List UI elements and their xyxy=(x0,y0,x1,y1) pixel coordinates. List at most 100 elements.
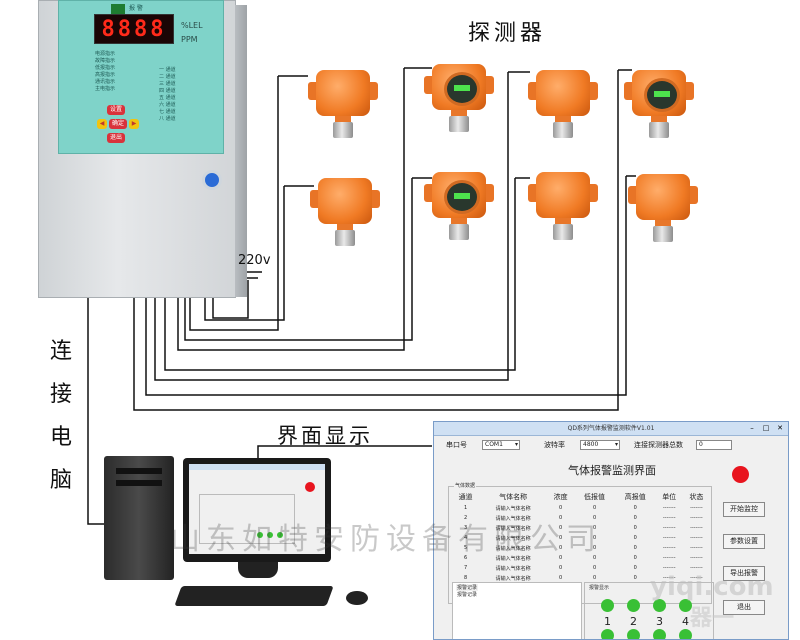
start-monitor-button[interactable]: 开始监控 xyxy=(723,502,765,517)
table-cell: ------- xyxy=(690,535,703,541)
count-field[interactable]: 0 xyxy=(696,440,732,450)
table-cell: 0 xyxy=(633,515,637,521)
table-cell: 2 xyxy=(463,515,468,521)
channel-light xyxy=(601,599,614,612)
col-header: 高报值 xyxy=(624,492,646,501)
channel-light xyxy=(679,629,692,639)
table-cell: 0 xyxy=(559,565,563,571)
table-cell: ------- xyxy=(662,565,676,571)
chevron-down-icon: ▾ xyxy=(514,441,518,448)
connect-char: 电 xyxy=(49,425,72,450)
table-cell: ------- xyxy=(690,545,703,551)
table-cell: 0 xyxy=(633,545,637,551)
table-cell: 请输入气体名称 xyxy=(495,515,531,522)
table-cell: 0 xyxy=(592,515,597,521)
port-value: COM1 xyxy=(485,441,503,448)
table-cell: 4 xyxy=(463,535,468,541)
display-label: 界面显示 xyxy=(277,424,373,448)
baud-select[interactable]: 4800▾ xyxy=(580,440,620,450)
chevron-down-icon: ▾ xyxy=(614,441,618,448)
table-cell: 0 xyxy=(633,565,637,571)
channel-number: 2 xyxy=(630,615,637,628)
table-cell: ------- xyxy=(690,515,703,521)
table-cell: 0 xyxy=(592,555,597,561)
table-cell: 请输入气体名称 xyxy=(495,555,531,562)
param-settings-button[interactable]: 参数设置 xyxy=(723,534,765,549)
minimize-icon[interactable]: – xyxy=(750,424,754,432)
wire-detector-5 xyxy=(154,71,530,381)
table-cell: 3 xyxy=(463,525,468,531)
connect-char: 接 xyxy=(49,382,72,407)
table-cell: 6 xyxy=(463,555,468,561)
close-icon[interactable]: ✕ xyxy=(777,424,783,432)
channel-light xyxy=(627,629,640,639)
alarm-log-box[interactable]: 报警记录 xyxy=(452,582,582,639)
col-header: 单位 xyxy=(662,492,677,501)
table-cell: 0 xyxy=(633,525,637,531)
table-cell: 0 xyxy=(559,575,563,581)
table-cell: 0 xyxy=(633,505,637,511)
table-cell: ------- xyxy=(662,555,676,561)
exit-button[interactable]: 退出 xyxy=(723,600,765,615)
col-header: 通道 xyxy=(458,492,473,501)
wire-to-pc xyxy=(87,298,104,525)
table-cell: 0 xyxy=(559,545,563,551)
exit-key[interactable]: 退出 xyxy=(107,133,125,143)
indicator-row: 低报指示 xyxy=(95,65,116,71)
indicator-list-left: 电源指示 故障指示 低报指示 高报指示 通讯指示 主电指示 xyxy=(95,51,129,93)
wire-detector-1 xyxy=(189,75,308,331)
detector-3 xyxy=(528,62,598,142)
table-cell: 0 xyxy=(592,545,597,551)
channel-row: 五 通道 xyxy=(159,95,176,101)
table-cell: 请输入气体名称 xyxy=(495,565,531,572)
channel-number: 3 xyxy=(656,615,663,628)
detectors-label: 探测器 xyxy=(468,21,547,46)
right-key[interactable]: ▶ xyxy=(129,119,139,129)
table-cell: 7 xyxy=(463,565,468,571)
table-cell: ------- xyxy=(690,555,703,561)
set-key[interactable]: 设置 xyxy=(107,105,125,115)
connect-char: 脑 xyxy=(49,468,72,493)
left-key[interactable]: ◀ xyxy=(97,119,107,129)
table-cell: ------- xyxy=(662,525,676,531)
table-cell: 0 xyxy=(592,505,597,511)
wire-detector-4 xyxy=(184,177,432,341)
wire-detector-3 xyxy=(177,67,432,351)
table-cell: 0 xyxy=(592,565,597,571)
table-cell: 0 xyxy=(559,555,563,561)
table-cell: 请输入气体名称 xyxy=(495,535,531,542)
status-text: 报 警 xyxy=(129,5,143,12)
port-label: 串口号 xyxy=(446,441,467,449)
confirm-key[interactable]: 确定 xyxy=(109,119,127,129)
table-cell: 0 xyxy=(559,535,563,541)
monitor-stand xyxy=(238,562,278,578)
port-select[interactable]: COM1 ▾ xyxy=(482,440,520,450)
table-cell: 0 xyxy=(592,535,597,541)
unit-lel: %LEL xyxy=(181,21,203,30)
key-switch-icon[interactable] xyxy=(202,170,222,190)
maximize-icon[interactable]: □ xyxy=(762,424,770,432)
gas-data-title: 气体数据 xyxy=(454,482,477,489)
site-watermark: yiqi.com xyxy=(650,572,774,602)
indicator-row: 电源指示 xyxy=(95,51,116,57)
software-heading: 气体报警监测界面 xyxy=(568,464,656,477)
table-cell: ------- xyxy=(690,565,703,571)
detector-6 xyxy=(424,164,494,244)
table-cell: 0 xyxy=(633,555,637,561)
channel-row: 六 通道 xyxy=(159,102,176,108)
table-cell: 0 xyxy=(559,525,563,531)
channel-row: 二 通道 xyxy=(159,74,176,80)
indicator-row: 高报指示 xyxy=(95,72,116,78)
table-cell: 0 xyxy=(633,575,637,581)
indicator-row: 通讯指示 xyxy=(95,79,116,85)
table-cell: ------- xyxy=(662,575,676,581)
alarm-lights-group: 1 2 3 4 xyxy=(584,582,714,639)
pc-tower xyxy=(104,456,174,580)
indicator-row: 主电指示 xyxy=(95,86,116,92)
keyboard xyxy=(174,586,334,606)
table-cell: ------- xyxy=(690,575,703,581)
export-alarm-button[interactable]: 导出报警 xyxy=(723,566,765,581)
monitor-screen xyxy=(189,464,325,554)
wire-detector-8 xyxy=(145,175,636,396)
